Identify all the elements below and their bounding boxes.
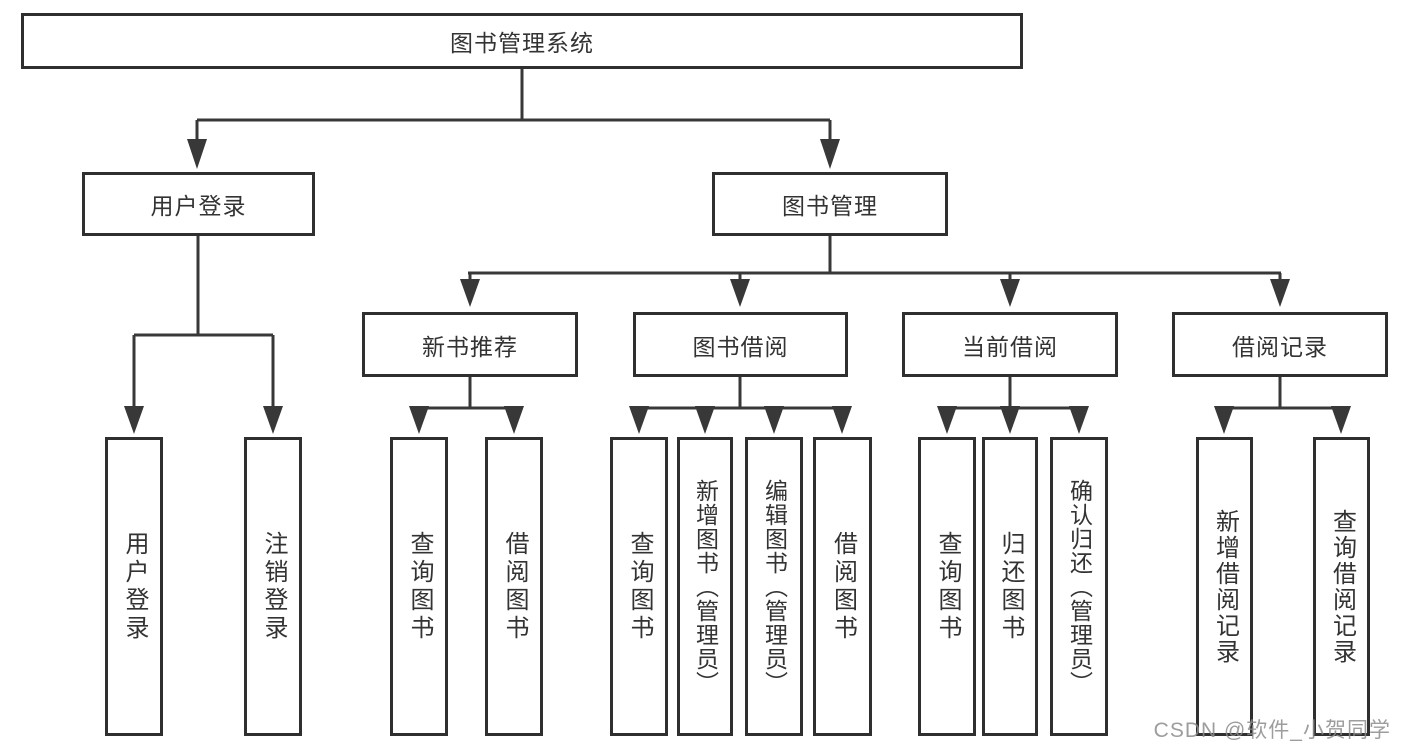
node-new-book-recommend-label: 新书推荐: [422, 333, 518, 360]
leaf-edit-books-admin-label: 编辑图书（管理员）: [761, 478, 788, 695]
leaf-add-books-admin: 新增图书（管理员）: [677, 437, 733, 736]
node-user-login: 用户登录: [82, 172, 315, 236]
csdn-watermark: CSDN @软件_小贺同学: [1153, 719, 1391, 742]
leaf-user-login-label: 用户登录: [121, 530, 148, 643]
node-book-borrowing: 图书借阅: [633, 312, 848, 377]
node-book-management-label: 图书管理: [782, 193, 878, 219]
leaf-return-books-label: 归还图书: [997, 530, 1024, 643]
leaf-add-borrow-record-label: 新增借阅记录: [1211, 508, 1239, 665]
leaf-logout: 注销登录: [244, 437, 302, 736]
leaf-borrow-books-1: 借阅图书: [485, 437, 543, 736]
node-borrowing-records: 借阅记录: [1172, 312, 1388, 377]
leaf-borrow-books-2-label: 借阅图书: [829, 530, 857, 643]
node-current-borrowing-label: 当前借阅: [962, 333, 1058, 360]
node-root-system-label: 图书管理系统: [450, 30, 594, 56]
leaf-return-books: 归还图书: [982, 437, 1038, 736]
node-new-book-recommend: 新书推荐: [362, 312, 578, 377]
leaf-confirm-return-admin: 确认归还（管理员）: [1050, 437, 1108, 736]
node-borrowing-records-label: 借阅记录: [1232, 333, 1328, 360]
node-current-borrowing: 当前借阅: [902, 312, 1118, 377]
leaf-edit-books-admin: 编辑图书（管理员）: [745, 437, 803, 736]
leaf-logout-label: 注销登录: [260, 530, 287, 643]
leaf-borrow-books-2: 借阅图书: [813, 437, 872, 736]
node-root-system: 图书管理系统: [21, 13, 1023, 69]
leaf-borrow-books-1-label: 借阅图书: [501, 530, 528, 643]
leaf-query-books-2: 查询图书: [610, 437, 668, 736]
node-user-login-label: 用户登录: [150, 193, 247, 219]
leaf-query-borrow-record: 查询借阅记录: [1313, 437, 1370, 736]
leaf-add-borrow-record: 新增借阅记录: [1196, 437, 1253, 736]
leaf-confirm-return-admin-label: 确认归还（管理员）: [1066, 478, 1093, 695]
leaf-user-login: 用户登录: [105, 437, 163, 736]
leaf-query-books-3: 查询图书: [918, 437, 976, 736]
leaf-query-books-3-label: 查询图书: [934, 530, 961, 643]
node-book-borrowing-label: 图书借阅: [692, 333, 789, 360]
leaf-query-books-1-label: 查询图书: [406, 530, 433, 643]
leaf-query-borrow-record-label: 查询借阅记录: [1328, 508, 1356, 665]
node-book-management: 图书管理: [712, 172, 948, 236]
leaf-query-books-2-label: 查询图书: [626, 530, 653, 643]
leaf-add-books-admin-label: 新增图书（管理员）: [692, 478, 719, 695]
leaf-query-books-1: 查询图书: [390, 437, 448, 736]
